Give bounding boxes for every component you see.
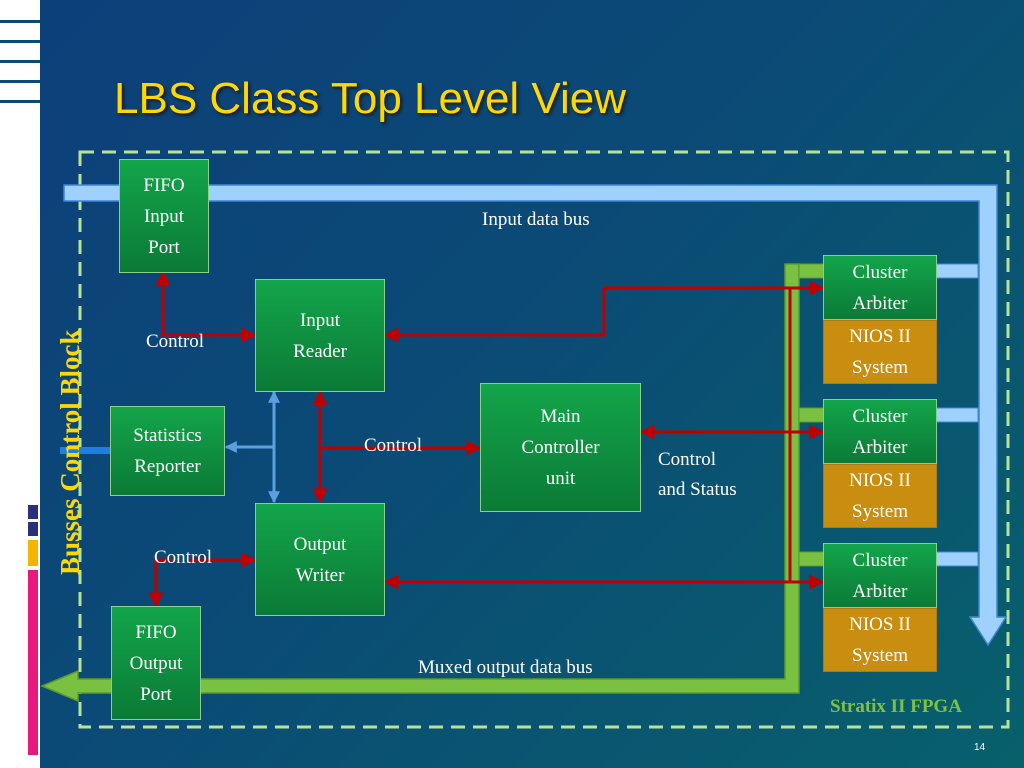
fpga-boundary <box>78 150 1010 729</box>
margin-stripe <box>0 80 40 83</box>
stats-bus-link <box>60 447 112 454</box>
input-reader-block: Input Reader <box>255 279 385 392</box>
output-bus-branch <box>798 551 826 567</box>
cluster-arbiter-block: Cluster Arbiter <box>823 399 937 464</box>
slide-title: LBS Class Top Level View <box>114 74 626 123</box>
margin-accent <box>28 540 38 566</box>
busses-control-block-label: Busses Control Block <box>55 329 85 575</box>
input-data-bus-label: Input data bus <box>482 209 590 230</box>
cluster-arbiter-block: Cluster Arbiter <box>823 543 937 608</box>
control-label: Control <box>146 331 205 352</box>
output-bus-branch <box>798 407 826 423</box>
nios-system-block: NIOS II System <box>823 320 937 384</box>
control-arrow <box>383 280 825 343</box>
control-arrow <box>148 558 171 608</box>
slide-number: 14 <box>974 742 986 753</box>
margin-accent <box>28 505 38 519</box>
input-bus-branch <box>935 407 979 423</box>
nios-system-block: NIOS II System <box>823 464 937 528</box>
margin-accent <box>28 570 38 755</box>
main-controller-block: Main Controller unit <box>480 383 641 512</box>
fifo-input-port-block: FIFO Input Port <box>119 159 209 273</box>
input-data-bus <box>63 184 1008 647</box>
output-writer-block: Output Writer <box>255 503 385 616</box>
output-bus-branch <box>798 263 826 279</box>
muxed-output-bus-label: Muxed output data bus <box>418 657 593 678</box>
input-bus-branch <box>935 263 979 279</box>
control-arrow <box>155 270 257 343</box>
fpga-label: Stratix II FPGA <box>830 696 962 717</box>
margin-stripe <box>0 60 40 63</box>
input-bus-branch <box>935 551 979 567</box>
control-label: Control <box>364 435 423 456</box>
margin-stripe <box>0 100 40 103</box>
muxed-output-bus <box>40 263 800 703</box>
margin-accent <box>28 522 38 536</box>
nios-system-block: NIOS II System <box>823 608 937 672</box>
control-label: Control <box>154 547 213 568</box>
statistics-reporter-block: Statistics Reporter <box>110 406 225 496</box>
margin-stripe <box>0 40 40 43</box>
control-and-status-label: Control and Status <box>658 449 737 500</box>
margin-stripe <box>0 20 40 23</box>
fifo-output-port-block: FIFO Output Port <box>111 606 201 720</box>
cluster-arbiter-block: Cluster Arbiter <box>823 255 937 320</box>
